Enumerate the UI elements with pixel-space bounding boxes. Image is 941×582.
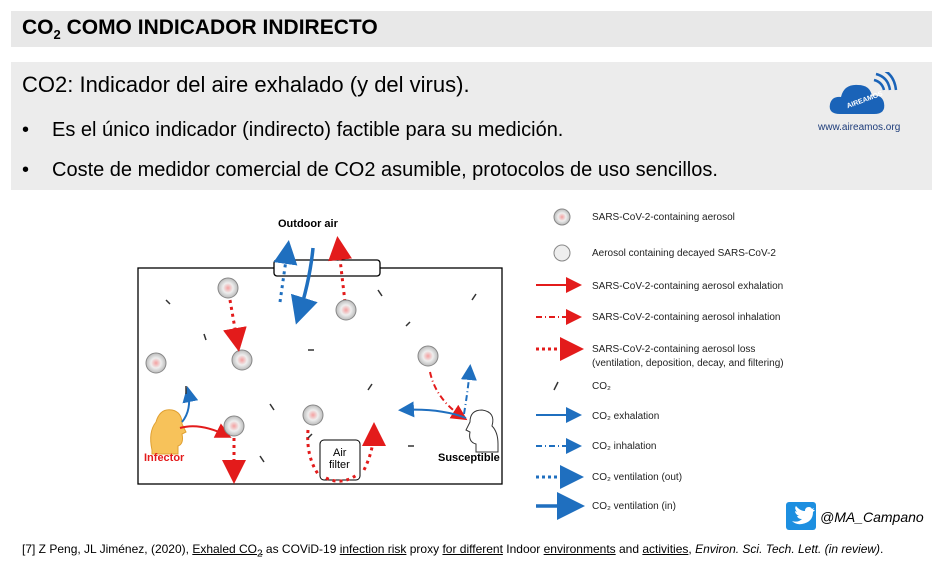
logo-url[interactable]: www.aireamos.org: [818, 122, 901, 133]
bullet-item: • Coste de medidor comercial de CO2 asum…: [22, 159, 718, 181]
reference-citation: [7] Z Peng, JL Jiménez, (2020), Exhaled …: [22, 542, 884, 560]
legend-item: SARS-CoV-2-containing aerosol inhalation: [592, 312, 780, 323]
legend-item: CO₂: [592, 381, 611, 392]
twitter-handle[interactable]: @MA_Campano: [820, 509, 924, 525]
aerosol-particle: [417, 345, 439, 367]
aerosol-particle: [145, 352, 167, 374]
legend-item: Aerosol containing decayed SARS-CoV-2: [592, 248, 776, 259]
outdoor-air-label: Outdoor air: [278, 218, 339, 230]
legend-item: CO₂ ventilation (in): [592, 501, 676, 512]
infector-head-icon: [150, 409, 187, 455]
slide-title: CO2 COMO INDICADOR INDIRECTO: [22, 16, 378, 43]
co2-marks: [165, 289, 477, 463]
air-filter-label: Air: [333, 447, 347, 459]
legend-item: SARS-CoV-2-containing aerosol loss: [592, 344, 755, 355]
aerosol-particle: [217, 277, 239, 299]
aerosol-co2-diagram: Outdoor air Infector Susceptible Air fil…: [137, 208, 784, 520]
legend-decayed-icon: [553, 244, 571, 262]
twitter-icon[interactable]: [786, 502, 816, 530]
infector-label: Infector: [144, 452, 185, 464]
slide-heading: CO2: Indicador del aire exhalado (y del …: [22, 72, 470, 97]
bullet-item: • Es el único indicador (indirecto) fact…: [22, 119, 564, 141]
aireamos-logo: AIREAMOS: [829, 72, 898, 114]
aerosol-particle: [335, 299, 357, 321]
title-bar: [11, 11, 932, 47]
legend-item: SARS-CoV-2-containing aerosol: [592, 212, 735, 223]
window-vent: [273, 259, 381, 277]
legend-item: CO₂ exhalation: [592, 411, 659, 422]
susceptible-head-icon: [465, 409, 499, 453]
legend: SARS-CoV-2-containing aerosol Aerosol co…: [536, 208, 784, 520]
legend-item: SARS-CoV-2-containing aerosol exhalation: [592, 281, 783, 292]
legend-item: CO₂ inhalation: [592, 441, 656, 452]
reference-link[interactable]: Exhaled CO2: [192, 542, 263, 560]
legend-aerosol-icon: [553, 208, 571, 226]
legend-item: (ventilation, deposition, decay, and fil…: [592, 358, 784, 369]
aerosol-particle: [302, 404, 324, 426]
aerosol-particle: [231, 349, 253, 371]
legend-item: CO₂ ventilation (out): [592, 472, 682, 483]
air-filter-label: filter: [329, 459, 350, 471]
susceptible-label: Susceptible: [438, 452, 500, 464]
content-box: [11, 62, 932, 190]
aerosol-particle: [223, 415, 245, 437]
